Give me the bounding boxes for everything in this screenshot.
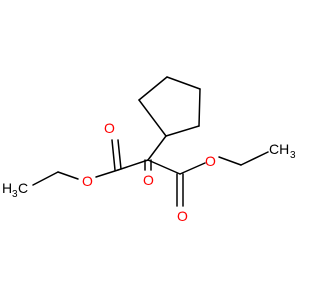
- ring-bond: [165, 125, 200, 137]
- atom-label-oxygen: O: [177, 208, 188, 224]
- molecule-diagram: O O O O O H 3 C CH 3: [2, 76, 296, 224]
- atom-label-oxygen: O: [82, 173, 93, 189]
- ring-bond: [198, 88, 201, 127]
- co-double-bond: [111, 139, 116, 171]
- ethyl-c-c-bond: [240, 151, 269, 166]
- methyl-subscript: 3: [12, 189, 18, 200]
- ring-attachment-bond: [147, 135, 167, 161]
- methyl-h: H: [2, 180, 12, 196]
- atom-label-oxygen: O: [104, 120, 115, 136]
- co-double-bond: [117, 139, 122, 170]
- ring-bond: [138, 99, 167, 137]
- right-carbonyl: [176, 173, 184, 207]
- atom-label-oxygen: O: [143, 172, 154, 188]
- methyl-ch: CH: [269, 141, 289, 157]
- ester-single-bond: [95, 169, 119, 178]
- structure-svg: O O O O O H 3 C CH 3: [2, 76, 296, 224]
- ring-bond: [166, 76, 201, 90]
- atom-label-oxygen: O: [205, 153, 216, 169]
- ring-bond: [138, 76, 168, 101]
- ethyl-c-c-bond: [32, 171, 59, 186]
- ethyl-o-c-bond: [57, 171, 79, 180]
- cyclopentane-ring: [138, 76, 201, 137]
- methyl-c: C: [18, 180, 28, 196]
- central-to-left-ester-bond: [117, 159, 149, 171]
- methyl-right-label: CH 3: [269, 141, 296, 161]
- ester-single-bond: [179, 162, 206, 175]
- left-carbonyl: [111, 139, 122, 171]
- methyl-left-label: H 3 C: [2, 180, 28, 200]
- methyl-subscript: 3: [290, 150, 296, 161]
- ethyl-o-c-bond: [218, 156, 242, 166]
- central-to-right-ester-bond: [147, 159, 181, 175]
